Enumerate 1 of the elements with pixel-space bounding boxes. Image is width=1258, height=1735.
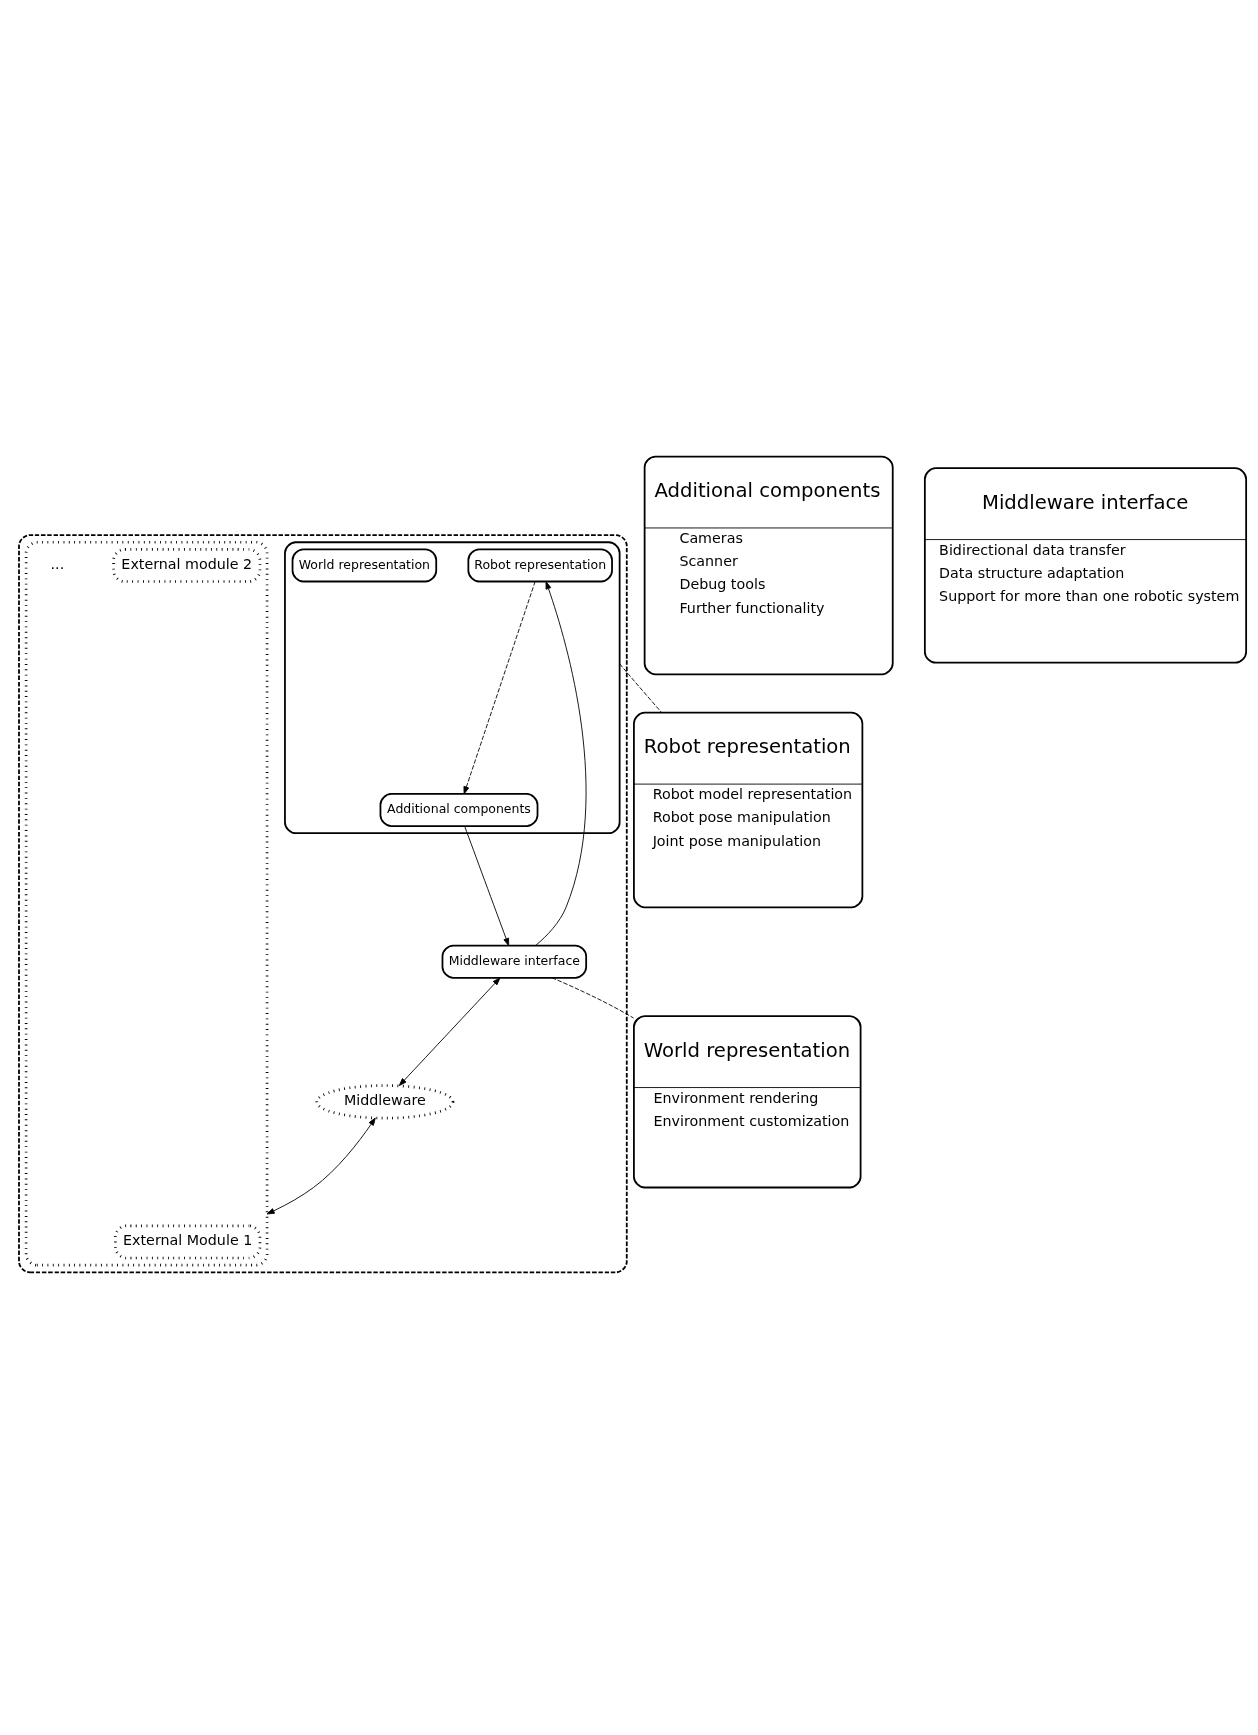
label: ... bbox=[50, 555, 65, 572]
